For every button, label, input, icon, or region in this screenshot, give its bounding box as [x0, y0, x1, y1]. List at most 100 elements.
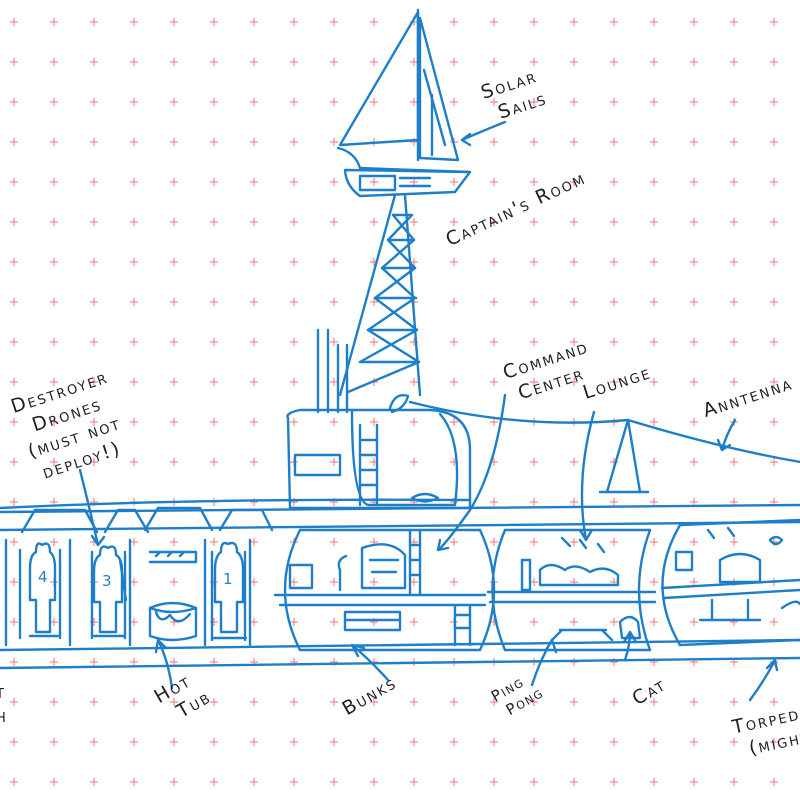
grid-cross	[290, 738, 298, 746]
grid-cross	[50, 298, 58, 306]
grid-cross	[330, 298, 338, 306]
grid-cross	[50, 458, 58, 466]
grid-cross	[10, 18, 18, 26]
grid-cross	[90, 378, 98, 386]
grid-cross	[610, 538, 618, 546]
grid-cross	[770, 698, 778, 706]
grid-cross	[210, 178, 218, 186]
grid-cross	[290, 178, 298, 186]
grid-cross	[50, 378, 58, 386]
grid-cross	[10, 538, 18, 546]
grid-cross	[130, 538, 138, 546]
grid-cross	[130, 618, 138, 626]
grid-cross	[250, 778, 258, 786]
grid-cross	[570, 458, 578, 466]
grid-cross	[170, 138, 178, 146]
grid-cross	[370, 178, 378, 186]
drone-figure-1	[212, 541, 248, 640]
grid-cross	[170, 378, 178, 386]
grid-cross	[170, 458, 178, 466]
grid-cross	[570, 698, 578, 706]
grid-cross	[50, 178, 58, 186]
grid-cross	[210, 18, 218, 26]
grid-cross	[730, 258, 738, 266]
grid-cross	[690, 378, 698, 386]
grid-cross	[490, 418, 498, 426]
grid-cross	[250, 138, 258, 146]
grid-cross	[10, 58, 18, 66]
grid-cross	[170, 418, 178, 426]
grid-cross	[730, 698, 738, 706]
grid-cross	[90, 218, 98, 226]
grid-cross	[130, 178, 138, 186]
grid-cross	[290, 98, 298, 106]
grid-cross	[730, 18, 738, 26]
grid-cross	[10, 698, 18, 706]
grid-cross	[50, 418, 58, 426]
grid-cross	[650, 698, 658, 706]
grid-cross	[450, 338, 458, 346]
grid-cross	[690, 98, 698, 106]
grid-cross	[130, 18, 138, 26]
grid-cross	[130, 98, 138, 106]
grid-cross	[570, 778, 578, 786]
grid-cross	[250, 738, 258, 746]
grid-cross	[610, 178, 618, 186]
grid-cross	[330, 458, 338, 466]
grid-cross	[90, 778, 98, 786]
grid-cross	[570, 338, 578, 346]
grid-cross	[730, 218, 738, 226]
lounge-pod	[486, 528, 657, 652]
grid-cross	[130, 778, 138, 786]
grid-cross	[330, 778, 338, 786]
grid-cross	[650, 618, 658, 626]
grid-cross	[290, 578, 298, 586]
grid-cross	[650, 578, 658, 586]
grid-cross	[450, 58, 458, 66]
grid-cross	[210, 538, 218, 546]
grid-cross	[330, 738, 338, 746]
grid-cross	[370, 18, 378, 26]
drone-number-4: 4	[38, 568, 50, 586]
grid-cross	[770, 378, 778, 386]
grid-cross	[370, 58, 378, 66]
grid-cross	[690, 418, 698, 426]
grid-cross	[10, 618, 18, 626]
grid-cross	[450, 538, 458, 546]
grid-cross	[330, 98, 338, 106]
grid-cross	[330, 578, 338, 586]
grid-cross	[770, 98, 778, 106]
grid-cross	[250, 378, 258, 386]
grid-cross	[610, 738, 618, 746]
grid-cross	[10, 738, 18, 746]
grid-cross	[650, 178, 658, 186]
grid-cross	[610, 378, 618, 386]
grid-cross	[10, 658, 18, 666]
grid-cross	[690, 458, 698, 466]
grid-cross	[50, 778, 58, 786]
grid-cross	[330, 218, 338, 226]
grid-cross	[10, 338, 18, 346]
grid-cross	[90, 698, 98, 706]
grid-cross	[530, 378, 538, 386]
grid-cross	[250, 258, 258, 266]
grid-cross	[130, 138, 138, 146]
grid-cross	[170, 698, 178, 706]
grid-cross	[730, 98, 738, 106]
grid-cross	[450, 378, 458, 386]
grid-cross	[530, 458, 538, 466]
grid-cross	[10, 498, 18, 506]
grid-cross	[250, 298, 258, 306]
grid-cross	[50, 58, 58, 66]
grid-cross	[770, 138, 778, 146]
grid-cross	[330, 138, 338, 146]
grid-cross	[490, 498, 498, 506]
grid-cross	[570, 538, 578, 546]
grid-cross	[250, 418, 258, 426]
grid-cross	[570, 58, 578, 66]
grid-cross	[410, 738, 418, 746]
grid-cross	[610, 98, 618, 106]
grid-cross	[250, 18, 258, 26]
grid-cross	[770, 418, 778, 426]
grid-cross	[250, 58, 258, 66]
